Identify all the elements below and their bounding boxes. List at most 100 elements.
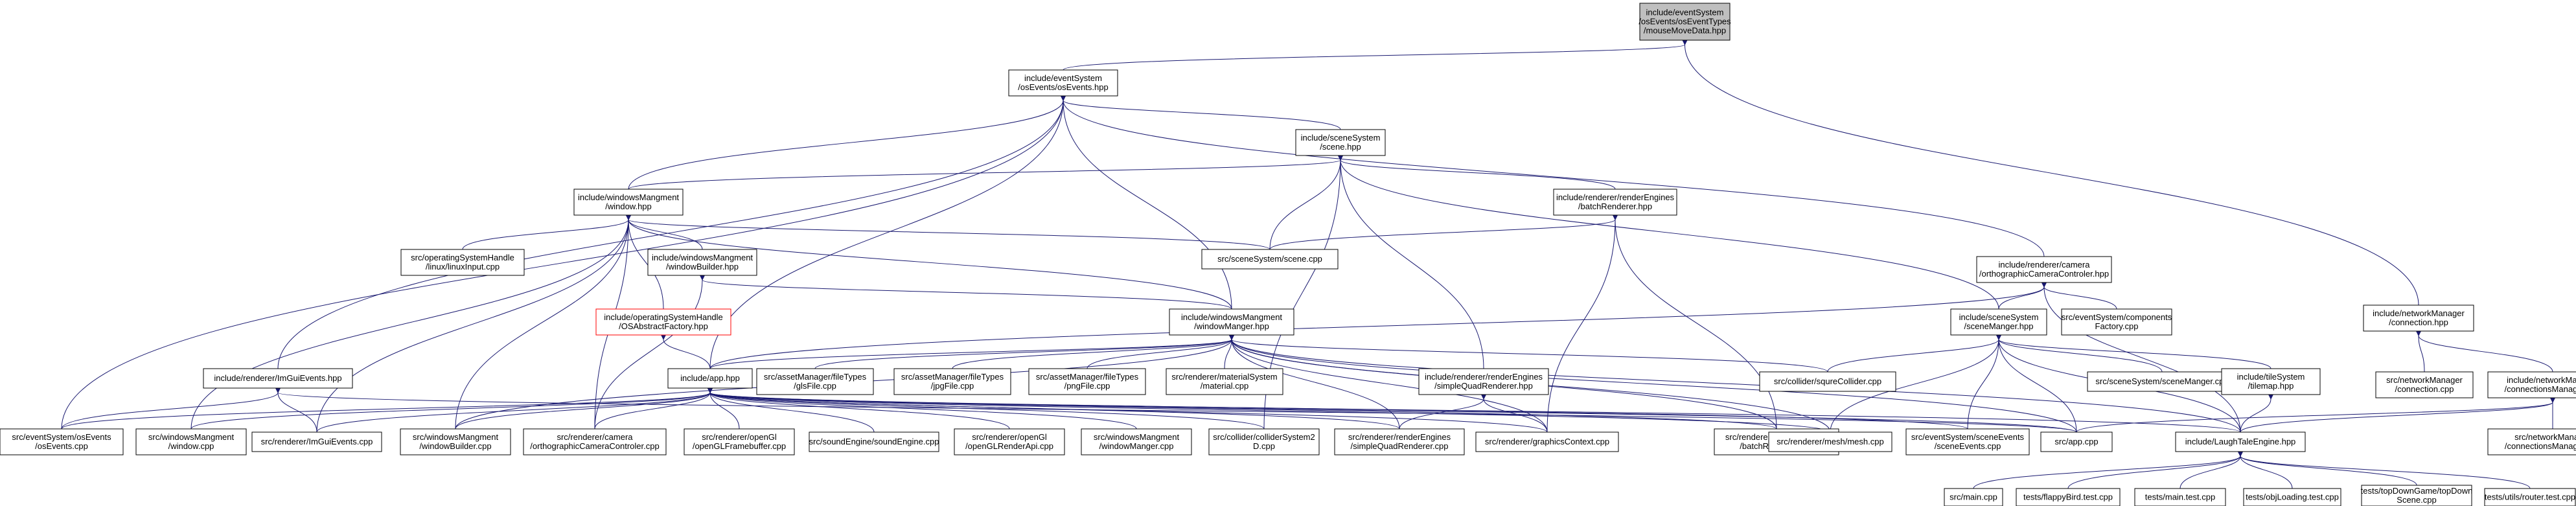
node-label: include/windowsMangment	[652, 253, 753, 262]
node-linuxinput[interactable]: src/operatingSystemHandle/linux/linuxInp…	[400, 249, 525, 276]
node-maincpp[interactable]: src/main.cpp	[1944, 488, 2003, 506]
node-box	[2484, 488, 2576, 506]
node-label: src/soundEngine/soundEngine.cpp	[809, 437, 939, 446]
node-wbuildercpp[interactable]: src/windowsMangment/windowBuilder.cpp	[400, 428, 511, 455]
node-sound[interactable]: src/soundEngine/soundEngine.cpp	[809, 431, 939, 452]
node-png[interactable]: src/assetManager/fileTypes/pngFile.cpp	[1028, 368, 1146, 395]
edge-gcontext-to-app	[707, 387, 1548, 433]
node-scenemgr[interactable]: include/sceneSystem/sceneManger.hpp	[1950, 308, 2047, 336]
node-osabstract[interactable]: include/operatingSystemHandle/OSAbstract…	[595, 308, 731, 336]
node-label: D.cpp	[1253, 441, 1275, 451]
edge	[699, 274, 1232, 310]
node-wmanager[interactable]: include/windowsMangment/windowManger.hpp	[1169, 308, 1294, 336]
node-mouse[interactable]: include/eventSystem/osEvents/osEventType…	[1639, 3, 1731, 41]
node-netman[interactable]: include/networkManager/connection.hpp	[2363, 305, 2474, 332]
edge-scenemgr-to-ortho	[1998, 281, 2047, 310]
edge	[1060, 95, 1232, 310]
node-connmgrcpp[interactable]: src/networkManager/connectionsManager.cp…	[2487, 428, 2576, 455]
node-appcpp[interactable]: src/app.cpp	[2040, 431, 2113, 452]
node-glapi[interactable]: src/renderer/openGl/openGLRenderApi.cpp	[954, 428, 1065, 455]
node-wmwindow[interactable]: include/windowsMangment/window.hpp	[573, 189, 684, 216]
node-label: src/renderer/camera	[557, 432, 633, 442]
node-simplequad[interactable]: include/renderer/renderEngines/simpleQua…	[1418, 368, 1549, 395]
edge	[707, 387, 1400, 430]
node-box	[1475, 431, 1619, 452]
node-gcontext[interactable]: src/renderer/graphicsContext.cpp	[1475, 431, 1619, 452]
edge	[2067, 450, 2244, 489]
edge	[61, 387, 713, 430]
node-label: src/collider/colliderSystem2	[1213, 432, 1315, 442]
node-squre[interactable]: src/collider/squreCollider.cpp	[1759, 371, 1896, 392]
node-sceneevents[interactable]: src/eventSystem/sceneEvents/sceneEvents.…	[1905, 428, 2030, 455]
node-app[interactable]: include/app.hpp	[667, 368, 753, 389]
node-scenecpp[interactable]: src/sceneSystem/scene.cpp	[1201, 249, 1339, 270]
edge	[274, 387, 2077, 433]
edge	[709, 334, 1235, 369]
node-laugh[interactable]: include/LaughTaleEngine.hpp	[2175, 431, 2306, 452]
node-label: /orthographicCameraControler.hpp	[1979, 269, 2109, 279]
node-box	[1905, 428, 2030, 455]
edge	[707, 387, 1137, 430]
node-connmgr[interactable]: include/networkManager/connectionsManage…	[2487, 371, 2576, 398]
node-label: src/renderer/ImGuiEvents.cpp	[261, 437, 373, 446]
node-ortho[interactable]: include/renderer/camera/orthographicCame…	[1976, 256, 2112, 283]
node-batch[interactable]: include/renderer/renderEngines/batchRend…	[1553, 189, 1677, 216]
edge-wmwindow-to-osevents	[628, 95, 1066, 190]
node-material[interactable]: src/renderer/materialSystem/material.cpp	[1166, 368, 1283, 395]
node-oseventscpp[interactable]: src/eventSystem/osEvents/osEvents.cpp	[0, 428, 124, 455]
node-wbuilder[interactable]: include/windowsMangment/windowBuilder.hp…	[647, 249, 757, 276]
edge	[594, 274, 706, 430]
node-flappy[interactable]: tests/flappyBird.test.cpp	[2016, 488, 2121, 506]
node-box	[1028, 368, 1146, 395]
node-windowcpp[interactable]: src/windowsMangment/window.cpp	[135, 428, 247, 455]
edge	[706, 387, 2241, 433]
node-scenemgrcpp[interactable]: src/sceneSystem/sceneManger.cpp	[2087, 371, 2237, 392]
node-glfb[interactable]: src/renderer/openGl/openGLFramebuffer.cp…	[684, 428, 795, 455]
nodes: include/eventSystem/osEvents/osEventType…	[0, 3, 2576, 506]
node-label: include/sceneSystem	[1301, 133, 1381, 143]
node-simplequadcpp[interactable]: src/renderer/renderEngines/simpleQuadRen…	[1334, 428, 1465, 455]
node-box	[1201, 249, 1339, 270]
node-box	[2361, 485, 2472, 506]
node-label: include/renderer/renderEngines	[1425, 372, 1543, 382]
node-router[interactable]: tests/utils/router.test.cpp	[2484, 488, 2576, 506]
node-tilemap[interactable]: include/tileSystem/tilemap.hpp	[2221, 368, 2321, 395]
node-wmanagercpp[interactable]: src/windowsMangment/windowManger.cpp	[1081, 428, 1192, 455]
node-objload[interactable]: tests/objLoading.test.cpp	[2243, 488, 2341, 506]
node-label: /connectionsManager.cpp	[2505, 441, 2576, 451]
node-label: /material.cpp	[1201, 381, 1248, 391]
node-box	[1295, 129, 1386, 156]
node-imguicpp[interactable]: src/renderer/ImGuiEvents.cpp	[251, 431, 382, 452]
node-box	[954, 428, 1065, 455]
node-gltf[interactable]: src/assetManager/fileTypes/glsFile.cpp	[756, 368, 874, 395]
node-scene[interactable]: include/sceneSystem/scene.hpp	[1295, 129, 1386, 156]
edge-linuxinput-to-wmwindow	[462, 214, 632, 250]
node-orthocpp[interactable]: src/renderer/camera/orthographicCameraCo…	[523, 428, 667, 455]
node-osevents[interactable]: include/eventSystem/osEvents/osEvents.hp…	[1008, 69, 1118, 97]
edge-app-to-osabstract	[660, 334, 711, 369]
edge-simplequad-to-scene	[1337, 154, 1484, 369]
node-jpg[interactable]: src/assetManager/fileTypes/jpgFile.cpp	[893, 368, 1011, 395]
edge	[1995, 334, 2077, 433]
node-mesh[interactable]: src/renderer/mesh/mesh.cpp	[1768, 431, 1892, 452]
edge-batchcpp-to-app	[706, 387, 1777, 430]
node-label: src/windowsMangment	[148, 432, 235, 442]
node-maintest[interactable]: tests/main.test.cpp	[2134, 488, 2226, 506]
edge-netman-to-mouse	[1681, 39, 2419, 306]
node-imgui[interactable]: include/renderer/ImGuiEvents.hpp	[203, 368, 353, 389]
node-label: src/renderer/graphicsContext.cpp	[1485, 437, 1609, 446]
edge-orthocpp-to-app	[594, 387, 713, 430]
edge	[1827, 334, 2002, 373]
edge-compfactory-to-ortho	[2041, 281, 2117, 310]
edge	[2240, 393, 2274, 433]
node-netconcpp[interactable]: src/networkManager/connection.cpp	[2375, 371, 2474, 398]
node-label: include/windowsMangment	[1181, 312, 1282, 322]
node-box	[893, 368, 1011, 395]
edge-mesh-to-app	[706, 387, 1831, 433]
edge-app-to-ortho	[709, 281, 2047, 369]
edge	[2415, 330, 2425, 373]
node-box	[573, 189, 684, 216]
